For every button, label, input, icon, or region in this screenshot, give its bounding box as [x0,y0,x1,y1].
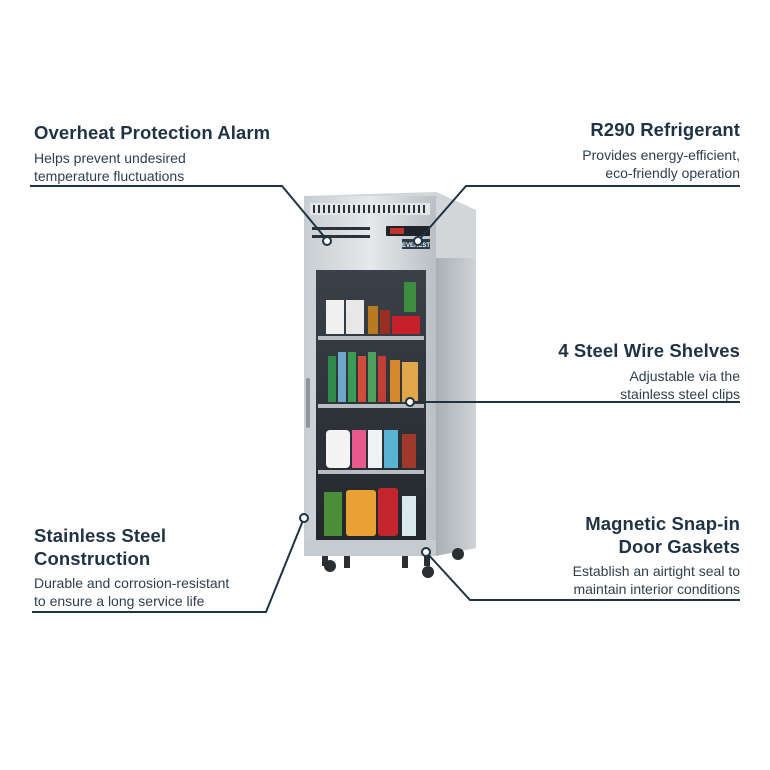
callout-steel-wire-shelves: 4 Steel Wire Shelves Adjustable via the … [520,339,740,403]
callout-desc-line: Adjustable via the [629,368,740,384]
callout-desc-line: Provides energy-efficient, [582,147,740,163]
callout-desc-line: eco-friendly operation [605,165,740,181]
callout-desc-line: Establish an airtight seal to [572,563,740,579]
callout-title: Stainless Steel Construction [34,524,284,570]
brand-plate-text: EVEREST [402,243,430,249]
callout-title: Magnetic Snap-in Door Gaskets [500,512,740,558]
shelf-products-middle [328,352,418,402]
callout-desc-line: Durable and corrosion-resistant [34,575,230,591]
callout-desc-line: maintain interior conditions [573,581,740,597]
callout-desc-line: Helps prevent undesired [34,150,186,166]
casters [322,548,464,578]
callout-title: 4 Steel Wire Shelves [558,340,740,361]
callout-title: R290 Refrigerant [590,119,740,140]
callout-title-line: Construction [34,548,151,569]
callout-desc-line: temperature fluctuations [34,168,185,184]
callout-overheat-alarm: Overheat Protection Alarm Helps prevent … [34,121,314,185]
shelf-products-bottom [324,488,416,536]
leader-lines [30,185,740,613]
callout-title-line: Magnetic Snap-in [585,513,740,534]
bottom-panel [304,540,436,556]
wire-shelves [318,336,424,474]
cabinet-side-panel [436,192,476,556]
shelf-products-lower [326,430,416,468]
shelf-products-top [326,282,420,334]
door-handle [306,378,310,428]
callout-door-gaskets: Magnetic Snap-in Door Gaskets Establish … [500,512,740,598]
front-louvers [312,227,370,238]
callout-r290-refrigerant: R290 Refrigerant Provides energy-efficie… [500,118,740,182]
callout-title-line: Stainless Steel [34,525,167,546]
callout-stainless-construction: Stainless Steel Construction Durable and… [34,524,284,610]
callout-title-line: Door Gaskets [618,536,740,557]
callout-desc-line: to ensure a long service life [34,593,205,609]
vent-grille [310,203,430,215]
callout-desc-line: stainless steel clips [620,386,740,402]
callout-title: Overheat Protection Alarm [34,122,271,143]
